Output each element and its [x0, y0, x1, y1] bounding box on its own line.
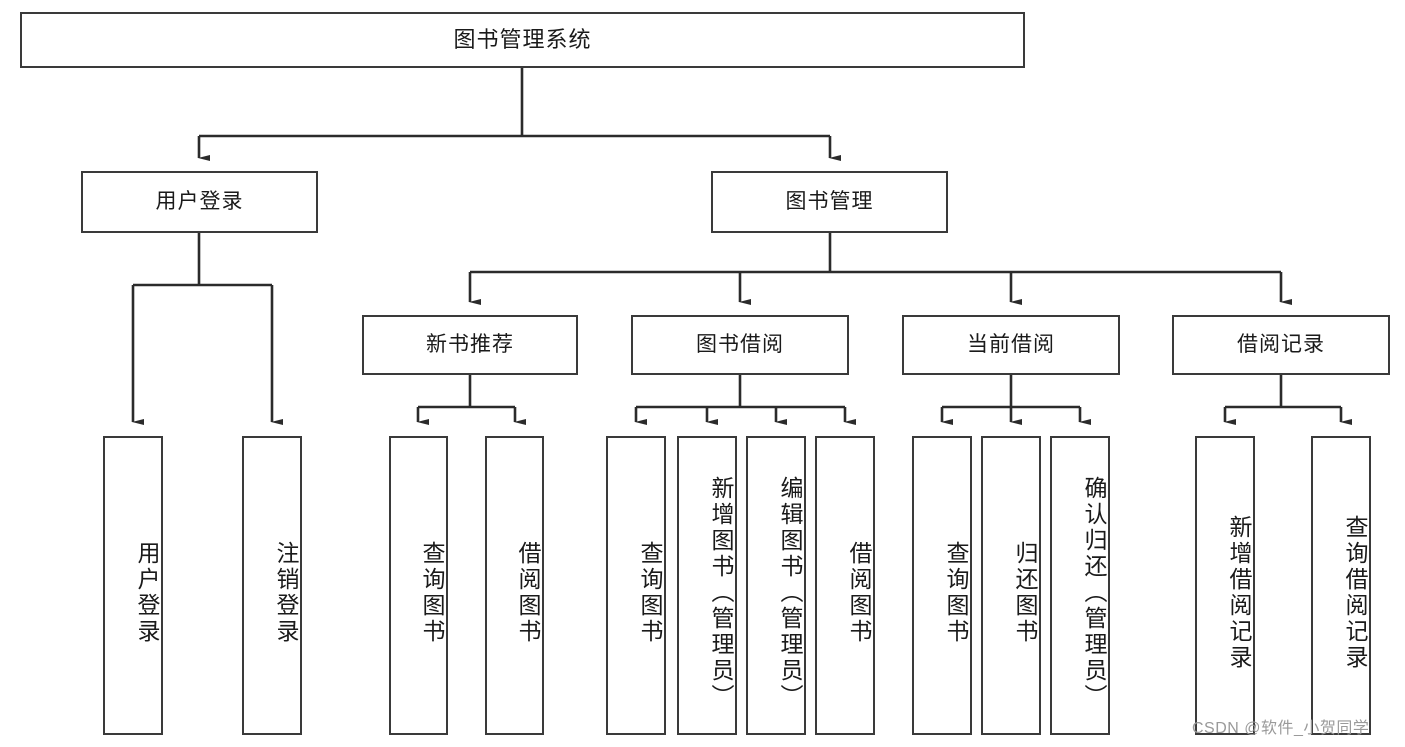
leaf-add-book[interactable]: 新增图书（管理员）: [677, 436, 737, 735]
leaf-label: 查询图书: [943, 540, 969, 645]
leaf-confirm-return[interactable]: 确认归还（管理员）: [1050, 436, 1110, 735]
leaf-label: 新增图书（管理员）: [708, 475, 734, 710]
node-book-manage[interactable]: 图书管理: [711, 171, 948, 233]
leaf-borrow-book[interactable]: 借阅图书: [815, 436, 875, 735]
leaf-label: 新增借阅记录: [1226, 514, 1252, 671]
leaf-add-record[interactable]: 新增借阅记录: [1195, 436, 1255, 735]
leaf-query-book-rec[interactable]: 查询图书: [389, 436, 448, 735]
leaf-label: 借阅图书: [515, 540, 541, 645]
node-borrow-record[interactable]: 借阅记录: [1172, 315, 1390, 375]
leaf-query-book[interactable]: 查询图书: [606, 436, 666, 735]
leaf-user-login[interactable]: 用户登录: [103, 436, 163, 735]
leaf-label: 归还图书: [1012, 540, 1038, 645]
leaf-label: 查询借阅记录: [1342, 514, 1368, 671]
leaf-borrow-book-rec[interactable]: 借阅图书: [485, 436, 544, 735]
leaf-label: 查询图书: [637, 540, 663, 645]
node-new-book-recommend[interactable]: 新书推荐: [362, 315, 578, 375]
leaf-logout[interactable]: 注销登录: [242, 436, 302, 735]
watermark-text: CSDN @软件_小贺同学: [1192, 720, 1370, 737]
node-current-borrow[interactable]: 当前借阅: [902, 315, 1120, 375]
leaf-edit-book[interactable]: 编辑图书（管理员）: [746, 436, 806, 735]
leaf-label: 注销登录: [273, 540, 299, 645]
leaf-query-book-cur[interactable]: 查询图书: [912, 436, 972, 735]
node-user-login[interactable]: 用户登录: [81, 171, 318, 233]
node-book-borrow[interactable]: 图书借阅: [631, 315, 849, 375]
leaf-label: 编辑图书（管理员）: [777, 475, 803, 710]
leaf-return-book[interactable]: 归还图书: [981, 436, 1041, 735]
leaf-label: 查询图书: [419, 540, 445, 645]
node-root[interactable]: 图书管理系统: [20, 12, 1025, 68]
leaf-label: 用户登录: [134, 540, 160, 645]
leaf-label: 确认归还（管理员）: [1081, 475, 1107, 710]
leaf-query-record[interactable]: 查询借阅记录: [1311, 436, 1371, 735]
leaf-label: 借阅图书: [846, 540, 872, 645]
